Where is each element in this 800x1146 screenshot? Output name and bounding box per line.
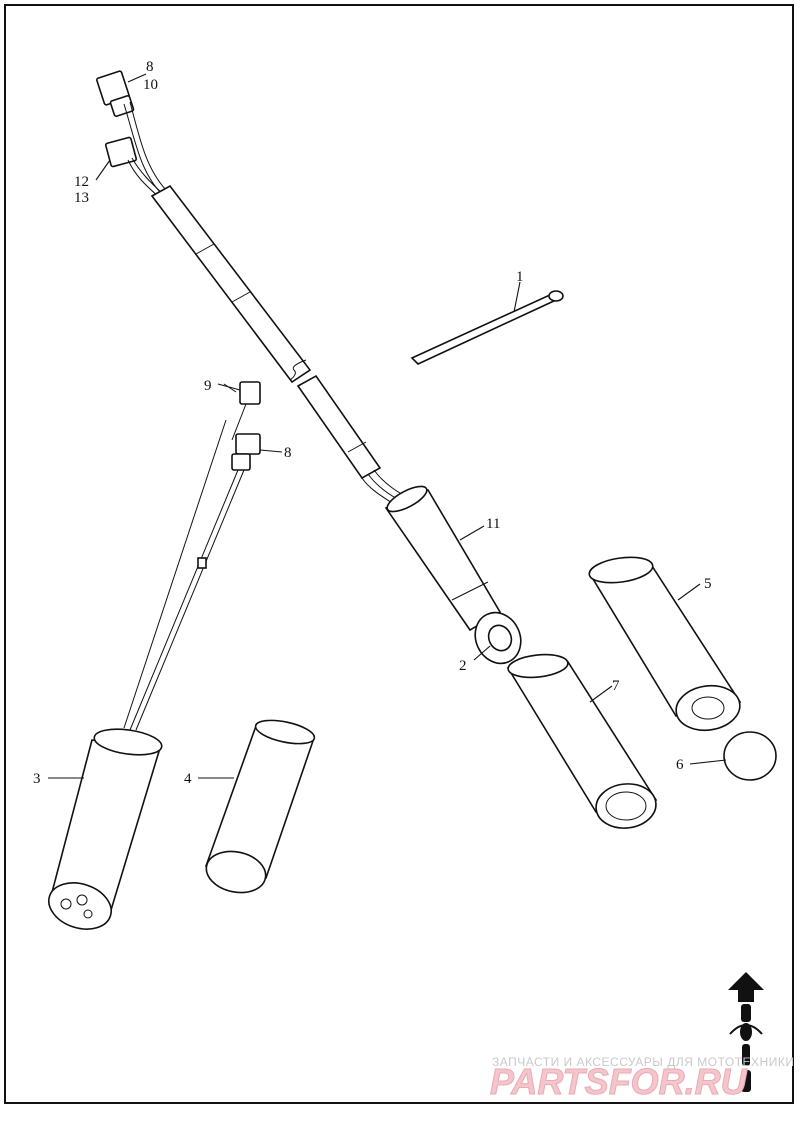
harness-cable — [96, 70, 502, 632]
callout-13: 13 — [74, 190, 89, 206]
callout-8-left: 8 — [284, 445, 292, 461]
watermark: ЗАПЧАСТИ И АКСЕССУАРЫ ДЛЯ МОТОТЕХНИКИ PA… — [490, 1055, 794, 1103]
motorcycle-topview-icon — [729, 1004, 763, 1092]
callout-1: 1 — [516, 269, 524, 285]
callout-labels: 8 10 12 13 1 9 8 11 5 2 7 3 4 6 — [33, 59, 712, 787]
grip-7 — [506, 653, 658, 829]
callout-7: 7 — [612, 678, 620, 694]
cable-tie — [410, 290, 564, 365]
callout-12: 12 — [74, 174, 89, 190]
drawing-frame — [4, 4, 794, 1104]
left-harness — [123, 381, 261, 731]
callout-8-top: 8 — [146, 59, 154, 75]
callout-9: 9 — [204, 378, 212, 394]
callout-2: 2 — [459, 658, 467, 674]
sensor-gear — [474, 611, 522, 665]
grip-5 — [588, 556, 742, 732]
callout-5: 5 — [704, 576, 712, 592]
connector-8-left — [235, 433, 261, 455]
leader-lines — [48, 73, 727, 779]
connector-9 — [239, 381, 261, 405]
grip-4 — [204, 719, 316, 894]
callout-10: 10 — [143, 77, 158, 93]
callout-4: 4 — [184, 771, 192, 787]
connector-12-13 — [104, 136, 138, 168]
front-direction-arrow-icon — [728, 972, 764, 1002]
watermark-caption: ЗАПЧАСТИ И АКСЕССУАРЫ ДЛЯ МОТОТЕХНИКИ — [492, 1055, 794, 1069]
callout-6: 6 — [676, 757, 684, 773]
grip-3 — [48, 728, 163, 930]
callout-3: 3 — [33, 771, 41, 787]
watermark-brand: PARTSFOR.RU — [490, 1061, 748, 1102]
callout-11: 11 — [486, 516, 500, 532]
end-cap-6 — [723, 731, 777, 781]
